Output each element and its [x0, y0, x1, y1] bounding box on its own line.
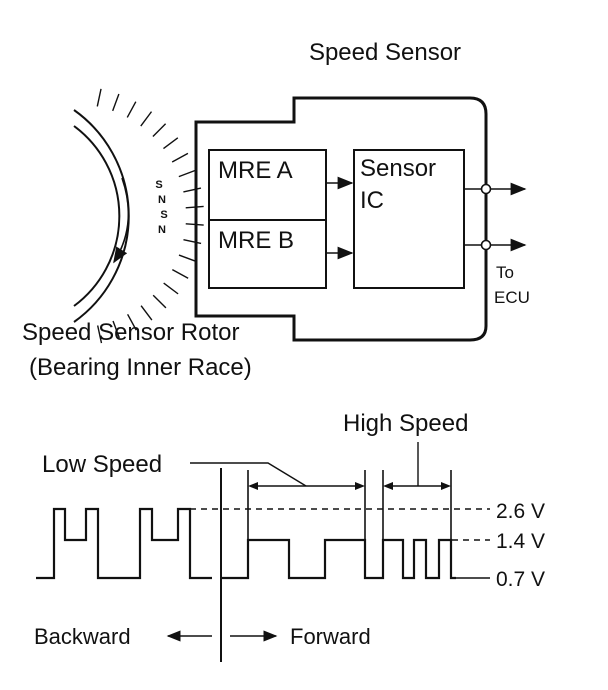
low-speed-leader [190, 462, 307, 487]
output-terminal-2 [480, 239, 492, 251]
rotor-tooth-divider [171, 268, 189, 279]
rotor-tooth-divider [163, 282, 179, 295]
rotor-tooth-divider [96, 325, 103, 344]
rotor-pole-3: S [160, 209, 167, 221]
rotor-tooth-divider [163, 137, 179, 150]
backward-waveform [36, 507, 212, 580]
rotor-tooth-divider [185, 205, 204, 209]
rotor-tooth-divider [183, 238, 202, 245]
to-label: To [496, 263, 514, 282]
sensor-ic-label-line1: Sensor [360, 155, 436, 182]
ecu-label: ECU [494, 288, 530, 307]
voltage-2-6-label: 2.6 V [496, 500, 545, 523]
backward-label: Backward [34, 624, 131, 649]
rotor-tooth-divider [185, 223, 204, 226]
rotor-tooth-divider [112, 93, 120, 112]
rotor-tooth-divider [96, 88, 102, 107]
high-period-arrow-right [441, 482, 451, 490]
rotor-pole-4: N [158, 224, 166, 236]
rotor-pole-1: S [155, 179, 162, 191]
mre-b-box [208, 219, 327, 289]
rotor-tooth-divider [183, 187, 202, 193]
high-speed-label: High Speed [343, 410, 468, 437]
rotor-label-line2: (Bearing Inner Race) [29, 354, 252, 381]
forward-label: Forward [290, 624, 371, 649]
speed-sensor-rotor [73, 88, 204, 344]
forward-waveform [222, 538, 456, 580]
sensor-ic-label-line2: IC [360, 187, 384, 214]
sensor-housing [194, 96, 488, 342]
speed-sensor-title: Speed Sensor [309, 39, 461, 66]
rotor-tooth-divider [140, 111, 153, 127]
rotor-label-line1: Speed Sensor Rotor [22, 319, 239, 346]
rotor-tooth-divider [178, 254, 197, 262]
rotor-tooth-divider [171, 152, 189, 163]
mre-b-label: MRE B [218, 227, 294, 254]
rotor-tooth-divider [152, 294, 167, 309]
voltage-1-4-label: 1.4 V [496, 530, 545, 553]
sensor-ic-box [353, 149, 465, 289]
rotor-pole-2: N [158, 194, 166, 206]
rotor-tooth-divider [126, 101, 137, 118]
rotor-tooth-divider [152, 123, 167, 138]
low-period-arrow-left [248, 482, 258, 490]
rotor-tooth-divider [112, 320, 120, 339]
voltage-0-7-label: 0.7 V [496, 568, 545, 591]
rotor-tooth-divider [178, 169, 196, 178]
mre-a-label: MRE A [218, 157, 293, 184]
low-period-arrow-right [355, 482, 365, 490]
rotor-tooth-divider [140, 305, 153, 321]
high-period-arrow-left [383, 482, 393, 490]
rotation-direction-arrow [113, 177, 130, 264]
output-terminal-1 [480, 183, 492, 195]
rotor-tooth-divider [126, 313, 137, 331]
low-speed-label: Low Speed [42, 451, 162, 478]
